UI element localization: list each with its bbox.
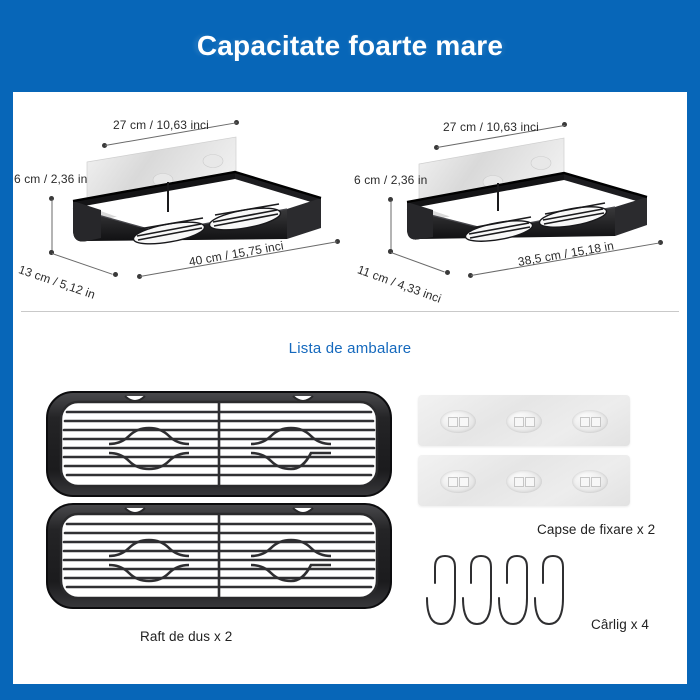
pad-bump: [572, 410, 608, 433]
s-hook-caption: Cârlig x 4: [591, 617, 650, 632]
dim-dot: [434, 145, 439, 150]
dim-dot: [445, 270, 450, 275]
dim-line: [51, 199, 52, 254]
dim-dot: [102, 143, 107, 148]
adhesive-pad: [418, 395, 630, 446]
pad-bump: [440, 410, 476, 433]
packing-list-title: Lista de ambalare: [288, 340, 412, 357]
header-banner: Capacitate foarte mare Capacitate foarte…: [0, 0, 700, 92]
dim-dot: [562, 122, 567, 127]
shelf-large-illustration: [72, 136, 322, 245]
shower-shelf-caption: Raft de dus x 2: [140, 629, 233, 644]
page-title: Capacitate foarte mare: [196, 30, 504, 61]
shelf-small-height-label: 6 cm / 2,36 in: [354, 173, 428, 187]
pad-bump: [440, 470, 476, 493]
dim-line: [390, 200, 391, 253]
shower-shelf-icon: [46, 391, 392, 609]
shelf-large-height-label: 6 cm / 2,36 in: [14, 172, 88, 186]
adhesive-pad: [418, 455, 630, 506]
shelf-large-plate-width-label: 27 cm / 10,63 inci: [113, 118, 209, 132]
shelf-small-illustration: [406, 137, 648, 242]
pad-bump: [506, 410, 542, 433]
pad-bump: [506, 470, 542, 493]
dim-dot: [49, 196, 54, 201]
dim-dot: [49, 250, 54, 255]
content-panel: 27 cm / 10,63 inci 6 cm / 2,36 in 13 cm …: [13, 92, 687, 684]
dim-dot: [137, 274, 142, 279]
s-hook-icon: [426, 554, 564, 626]
dim-dot: [658, 240, 663, 245]
dim-dot: [113, 272, 118, 277]
dim-dot: [388, 249, 393, 254]
section-divider: [21, 311, 679, 312]
pad-bump: [572, 470, 608, 493]
dim-dot: [388, 197, 393, 202]
adhesive-pad-caption: Capse de fixare x 2: [537, 522, 656, 537]
shelf-small-plate-width-label: 27 cm / 10,63 inci: [443, 120, 539, 134]
dim-dot: [335, 239, 340, 244]
dim-dot: [468, 273, 473, 278]
